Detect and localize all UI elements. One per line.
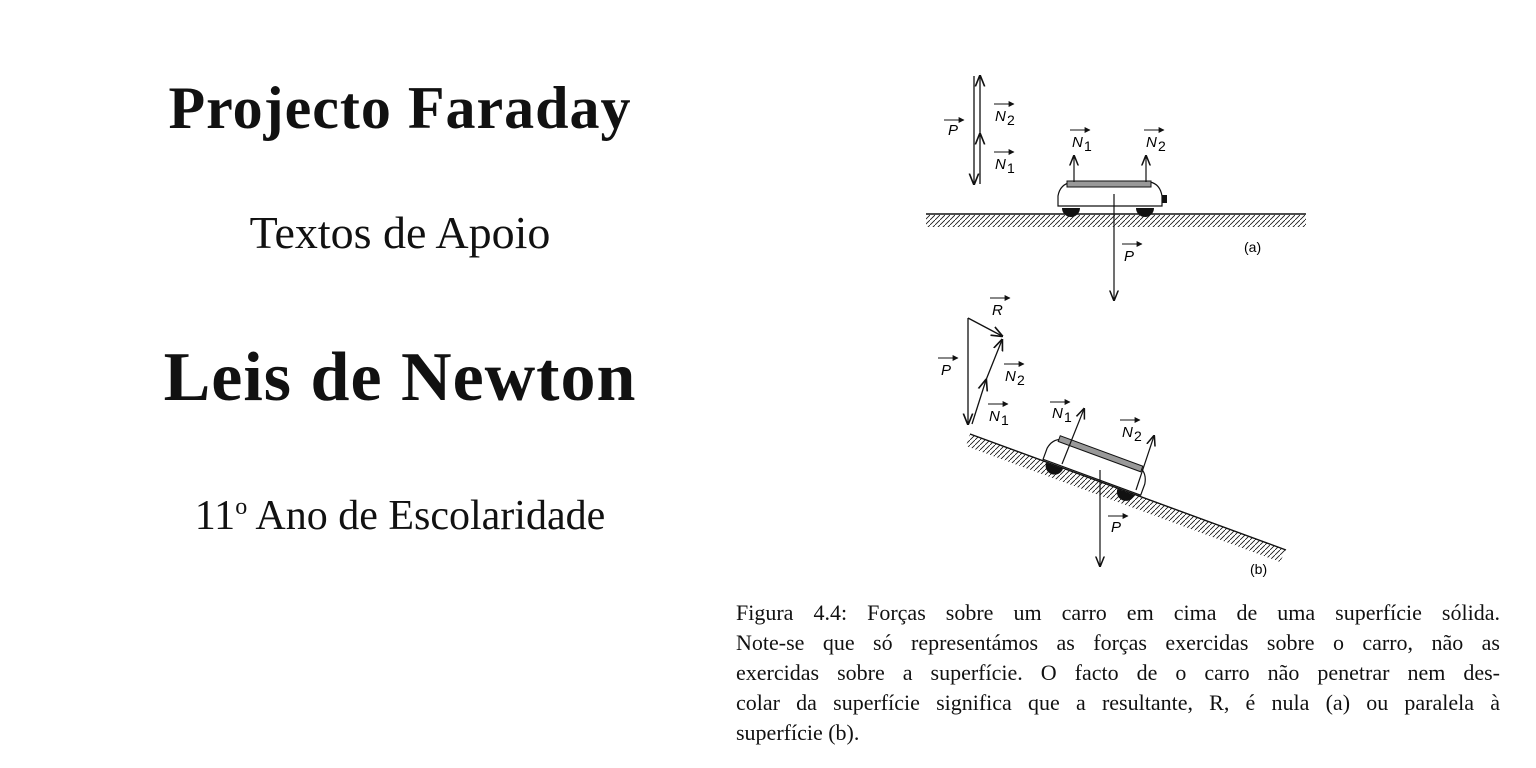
svg-text:N: N xyxy=(995,156,1006,173)
svg-text:1: 1 xyxy=(1064,409,1072,425)
ground-a xyxy=(926,215,1306,227)
grade-number: 11 xyxy=(194,493,236,539)
svg-text:2: 2 xyxy=(1007,112,1015,128)
svg-text:N: N xyxy=(995,108,1006,125)
label-n1-b: N 1 xyxy=(988,401,1009,428)
svg-text:R: R xyxy=(992,302,1003,319)
caption-line: Figura 4.4: Forças sobre um carro em cim… xyxy=(736,600,1500,625)
figure-caption: Figura 4.4: Forças sobre um carro em cim… xyxy=(736,598,1500,748)
figure-tag-b: (b) xyxy=(1250,561,1267,577)
caption-line: Note-se que só representámos as forças e… xyxy=(736,630,1500,655)
svg-text:P: P xyxy=(1124,248,1134,265)
svg-text:2: 2 xyxy=(1134,428,1142,444)
label-n2-car-a: N 2 xyxy=(1144,127,1166,154)
svg-text:P: P xyxy=(948,122,958,139)
label-n2-a: N 2 xyxy=(994,101,1015,128)
vector-n2-b xyxy=(985,340,1002,381)
svg-text:1: 1 xyxy=(1084,138,1092,154)
svg-text:N: N xyxy=(989,408,1000,425)
topic-title: Leis de Newton xyxy=(163,339,637,416)
caption-line: colar da superfície significa que a resu… xyxy=(736,690,1500,715)
caption-line: exercidas sobre a superfície. O facto de… xyxy=(736,660,1500,685)
subtitle: Textos de Apoio xyxy=(249,207,551,258)
label-n2-b: N 2 xyxy=(1004,361,1025,388)
svg-text:N: N xyxy=(1146,134,1157,151)
grade-text: Ano de Escolaridade xyxy=(255,493,606,539)
force-diagram-figure: P N 2 N 1 xyxy=(900,60,1320,590)
label-n2-car-b: N 2 xyxy=(1120,417,1142,444)
label-p-car-b: P xyxy=(1108,513,1129,536)
vector-n2-car-b xyxy=(1135,436,1154,491)
car-a xyxy=(1057,156,1167,300)
svg-text:N: N xyxy=(1052,405,1063,422)
svg-text:1: 1 xyxy=(1007,160,1015,176)
caption-line: superfície (b). xyxy=(736,720,860,745)
diagram-b: R P N 2 N 1 xyxy=(938,295,1287,577)
label-p-car-a: P xyxy=(1122,241,1143,265)
car-b xyxy=(1042,435,1146,501)
vector-n1-car-b xyxy=(1061,409,1084,465)
svg-text:1: 1 xyxy=(1001,412,1009,428)
title-block: Projecto Faraday Textos de Apoio Leis de… xyxy=(0,75,800,540)
grade-line: 11o Ano de Escolaridade xyxy=(0,492,800,540)
vector-r-b xyxy=(967,317,1002,336)
svg-text:N: N xyxy=(1072,134,1083,151)
svg-text:2: 2 xyxy=(1017,372,1025,388)
svg-text:P: P xyxy=(941,362,951,379)
vector-n1-b xyxy=(971,380,986,425)
force-diagram: P N 2 N 1 xyxy=(926,60,1306,577)
label-p-a: P xyxy=(944,117,965,139)
label-p-b: P xyxy=(938,355,959,379)
label-r-b: R xyxy=(990,295,1011,319)
figure-tag-a: (a) xyxy=(1244,239,1261,255)
svg-text:N: N xyxy=(1122,424,1133,441)
grade-superscript: o xyxy=(235,494,248,520)
project-title: Projecto Faraday xyxy=(168,75,632,141)
svg-text:2: 2 xyxy=(1158,138,1166,154)
svg-text:P: P xyxy=(1111,519,1121,536)
label-n1-car-a: N 1 xyxy=(1070,127,1092,154)
label-n1-car-b: N 1 xyxy=(1050,399,1072,425)
svg-text:N: N xyxy=(1005,368,1016,385)
label-n1-a: N 1 xyxy=(994,149,1015,176)
diagram-a: P N 2 N 1 xyxy=(926,76,1306,300)
